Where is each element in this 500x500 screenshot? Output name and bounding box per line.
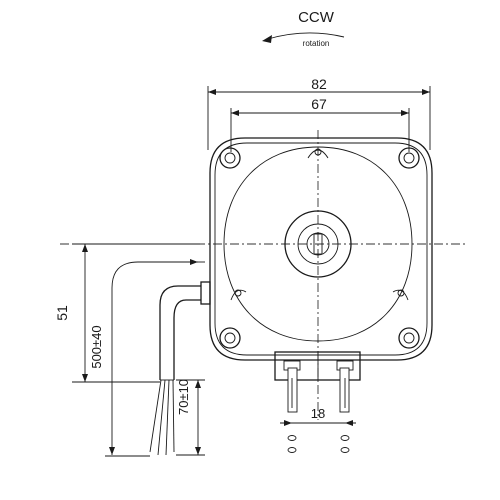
boss-bottom-right — [392, 289, 409, 301]
lead-length-label: 70±10 — [176, 379, 191, 415]
rotation-arrow-icon — [262, 32, 345, 43]
terminal-block — [274, 351, 361, 413]
dimension-hole-spacing — [230, 108, 410, 152]
dimension-overall-width — [207, 86, 431, 150]
shaft-bearing — [284, 210, 352, 278]
boss-top — [307, 148, 329, 159]
terminal-end-right — [340, 435, 350, 453]
rotation-caption: rotation — [303, 39, 330, 48]
terminal-end-left — [287, 435, 297, 453]
terminal-spacing-label: 18 — [311, 406, 325, 421]
overall-width-label: 82 — [311, 76, 327, 92]
rotation-direction-label: CCW — [298, 9, 335, 26]
mounting-hole-bottom-left — [219, 327, 241, 349]
mounting-hole-bottom-right — [398, 327, 420, 349]
motor-body — [209, 137, 433, 361]
mounting-hole-top-right — [398, 147, 420, 169]
dimension-lead-length — [176, 379, 205, 456]
cable-length-label: 500±40 — [89, 325, 104, 368]
dimension-cable-length — [105, 259, 205, 457]
power-cable — [149, 281, 211, 456]
height-label: 51 — [54, 305, 70, 321]
hole-spacing-label: 67 — [311, 96, 327, 112]
boss-bottom-left — [230, 289, 247, 301]
dimension-height — [72, 243, 200, 383]
dimension-terminal-spacing — [280, 420, 356, 426]
mounting-hole-top-left — [219, 147, 241, 169]
